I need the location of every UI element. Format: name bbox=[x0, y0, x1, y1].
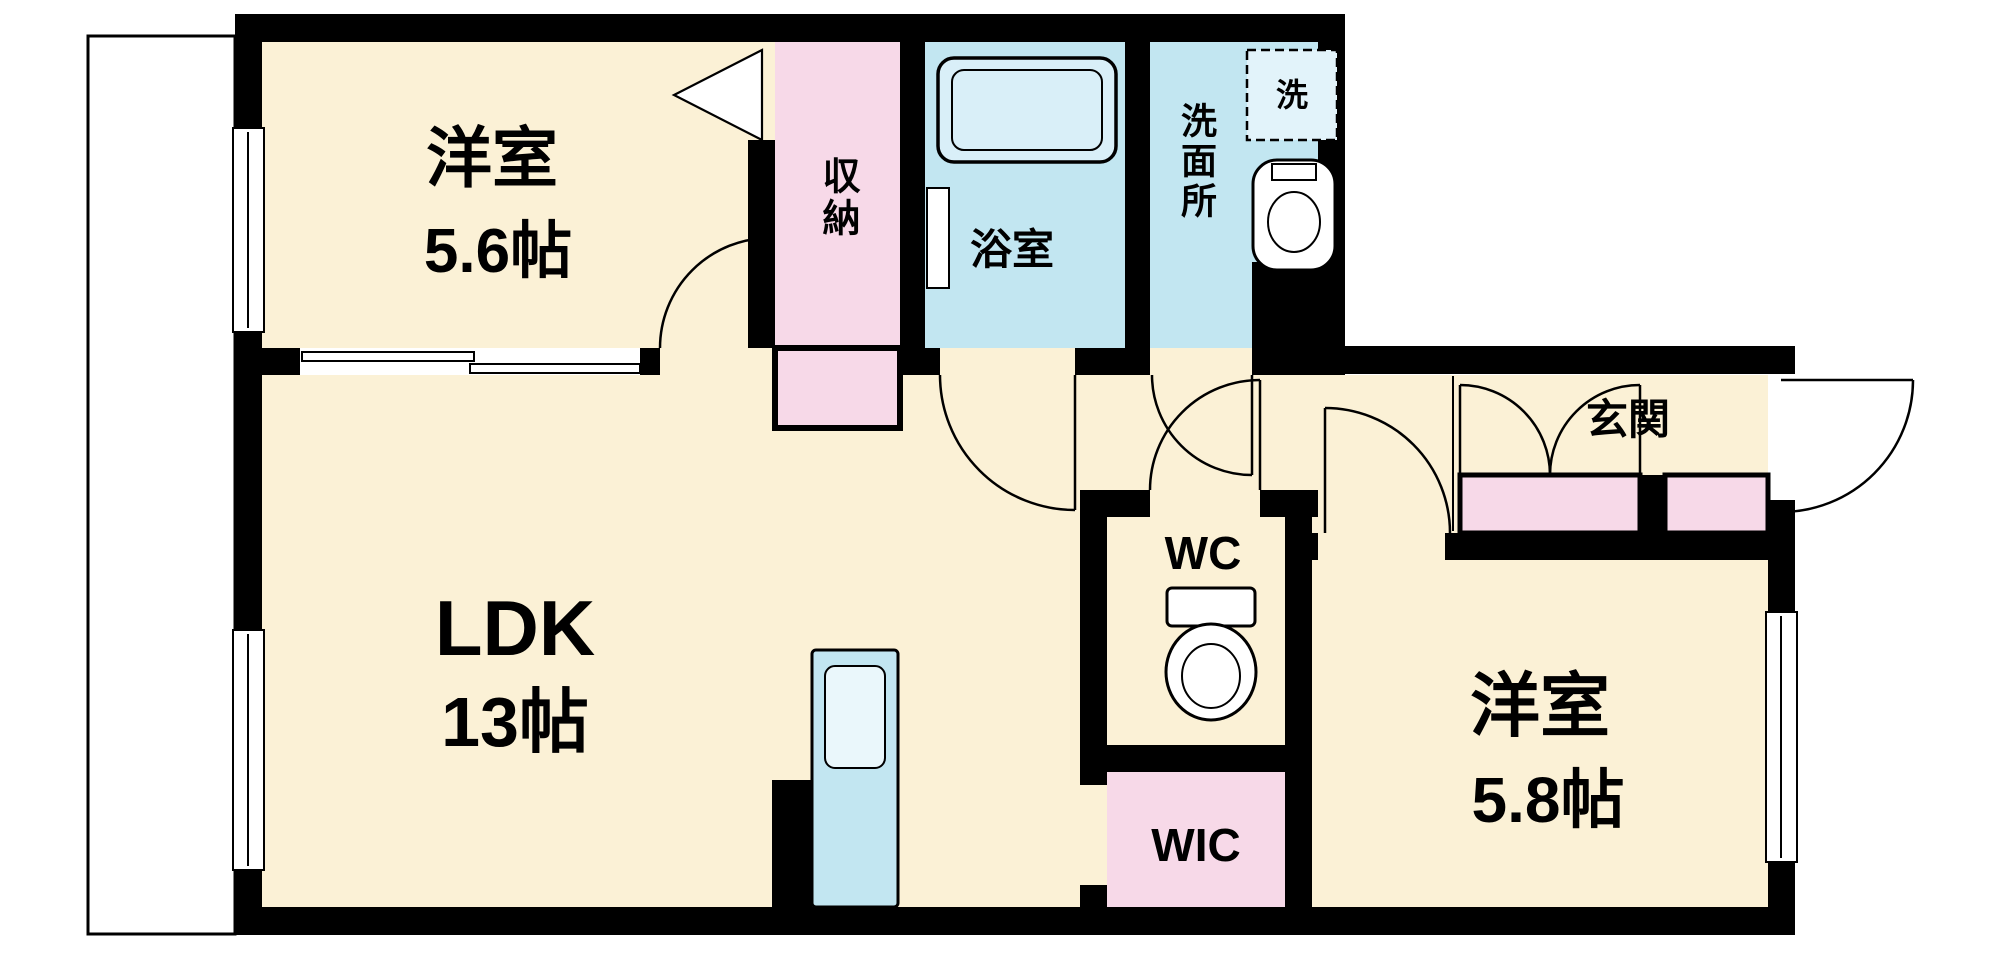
laundry-label: 洗 bbox=[1275, 77, 1309, 113]
balcony-outline bbox=[86, 34, 237, 936]
ldk-size-label: 13帖 bbox=[441, 683, 589, 761]
washroom-door-opening bbox=[1150, 348, 1252, 375]
window-icon bbox=[232, 629, 265, 871]
bedroom1-size-label: 5.6帖 bbox=[423, 217, 573, 286]
closet-label: 収納 bbox=[816, 156, 858, 240]
washroom-label: 洗面所 bbox=[1176, 102, 1217, 222]
washing-machine-icon bbox=[1245, 48, 1339, 142]
bedroom2-name-label: 洋室 bbox=[1470, 667, 1610, 745]
bath-door-opening bbox=[940, 348, 1075, 375]
wc-label: WC bbox=[1164, 527, 1242, 579]
folding-door-icon bbox=[671, 48, 764, 142]
wic-floor bbox=[1107, 772, 1285, 907]
bathtub-icon bbox=[926, 56, 1118, 289]
lower-closet-box bbox=[772, 345, 903, 431]
vanity-sink-icon bbox=[1251, 158, 1337, 272]
entrance-label: 玄関 bbox=[1585, 396, 1671, 443]
window-icon bbox=[232, 127, 265, 333]
bedroom2-size-label: 5.8帖 bbox=[1471, 764, 1625, 836]
toilet-icon bbox=[1164, 586, 1258, 722]
ldk-hall-floor bbox=[262, 375, 1768, 907]
shoe-cabinets bbox=[1457, 472, 1771, 536]
bedroom1-name-label: 洋室 bbox=[426, 121, 558, 195]
closet-floor bbox=[775, 42, 900, 348]
bedroom2-door-opening bbox=[1318, 533, 1445, 560]
door-arcs bbox=[658, 236, 1915, 534]
bedroom1-door-opening bbox=[660, 348, 775, 375]
ldk-name-label: LDK bbox=[434, 584, 596, 672]
wic-label: WIC bbox=[1151, 819, 1241, 871]
sliding-door-icon bbox=[301, 351, 641, 374]
window-icon bbox=[1765, 611, 1798, 863]
windows bbox=[232, 127, 1798, 871]
bathroom-label: 浴室 bbox=[969, 226, 1055, 273]
kitchen-counter-icon bbox=[772, 648, 900, 909]
